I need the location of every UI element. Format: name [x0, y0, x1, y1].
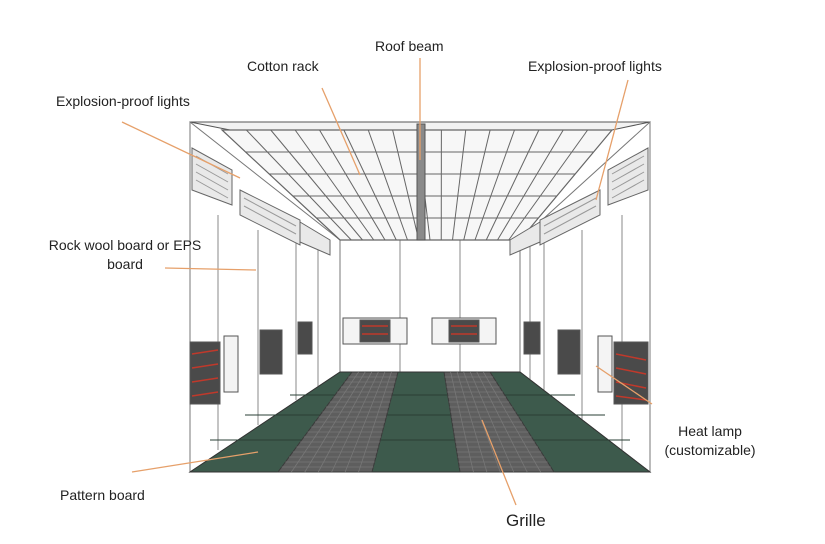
label-pattern-board: Pattern board [60, 487, 145, 503]
heat-lamps [189, 317, 649, 405]
label-cotton-rack: Cotton rack [247, 58, 319, 74]
label-heat-lamp-line2: (customizable) [664, 442, 756, 458]
label-heat-lamp-line1: Heat lamp [678, 423, 742, 439]
label-explosion-proof-lights-right: Explosion-proof lights [528, 58, 662, 74]
explosion-proof-light-slats [195, 155, 645, 235]
roof-beam [416, 123, 426, 241]
label-heat-lamp: Heat lamp (customizable) [650, 422, 770, 460]
label-rock-wool-line1: Rock wool board or EPS [48, 237, 202, 253]
label-explosion-proof-lights-left: Explosion-proof lights [56, 93, 190, 109]
label-rock-wool-line2: board [107, 256, 143, 272]
label-roof-beam: Roof beam [375, 38, 444, 54]
label-grille: Grille [506, 511, 546, 530]
leader-lines [121, 58, 653, 506]
label-rock-wool-board: Rock wool board or EPS board [38, 236, 212, 274]
heat-lamp-tubes [191, 325, 647, 401]
grille-mesh [281, 371, 551, 473]
